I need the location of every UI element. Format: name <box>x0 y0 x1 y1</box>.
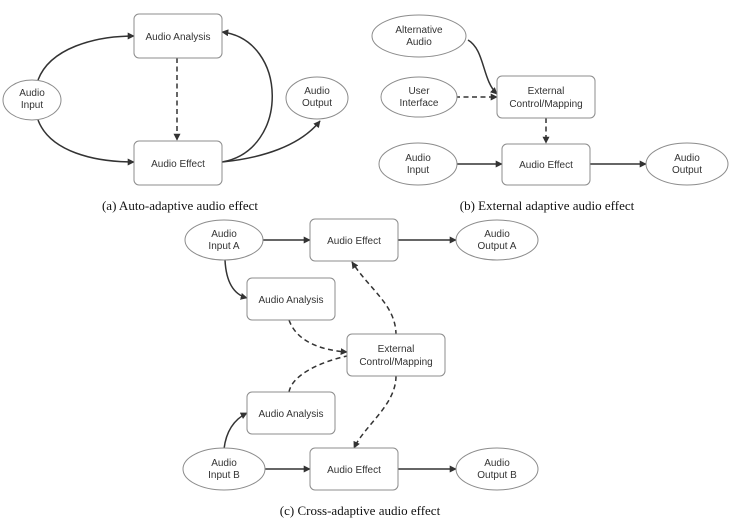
audio-analysis-b-label: Audio Analysis <box>258 409 323 420</box>
audio-output-label-2: Output <box>302 98 332 109</box>
external-control-c-label-1: External <box>378 344 415 355</box>
audio-input-b-c-label-2: Input B <box>208 470 240 481</box>
node-audio-effect-b-c: Audio Effect <box>309 447 399 491</box>
node-audio-input-b: Audio Input <box>378 142 458 186</box>
node-audio-input: Audio Input <box>2 79 62 121</box>
diagram-a: Audio Analysis Audio Input Audio Output … <box>2 13 349 213</box>
node-audio-analysis-b: Audio Analysis <box>246 391 336 435</box>
audio-analysis-a-label: Audio Analysis <box>258 295 323 306</box>
node-audio-input-b: Audio Input B <box>182 447 266 491</box>
node-alternative-audio: Alternative Audio <box>371 14 467 58</box>
alternative-audio-label-2: Audio <box>406 37 432 48</box>
user-interface-label-1: User <box>408 86 430 97</box>
edge-input-to-analysis <box>37 32 135 81</box>
edge-effect-to-output <box>221 120 321 163</box>
edge-control-to-effect-a-dashed <box>351 261 397 336</box>
audio-effect-b-c-label: Audio Effect <box>327 465 381 476</box>
node-audio-output-b: Audio Output <box>645 142 729 186</box>
audio-output-a-label-1: Audio <box>484 229 510 240</box>
edge-input-to-effect <box>37 119 135 166</box>
audio-effect-a-label: Audio Effect <box>327 236 381 247</box>
caption-b: (b) External adaptive audio effect <box>460 198 635 213</box>
edge-input-b-to-analysis-b <box>223 412 248 450</box>
edge-control-to-effect-b-dashed <box>353 375 397 449</box>
user-interface-label-2: Interface <box>400 98 439 109</box>
node-audio-output-a: Audio Output A <box>455 219 539 261</box>
audio-output-label-1: Audio <box>304 86 330 97</box>
audio-effect-b-label: Audio Effect <box>519 160 573 171</box>
node-audio-analysis: Audio Analysis <box>133 13 223 59</box>
edge-input-a-to-analysis-a <box>224 259 248 300</box>
audio-input-a-label-2: Input A <box>208 241 239 252</box>
external-control-label-2: Control/Mapping <box>509 99 582 110</box>
audio-input-a-label-1: Audio <box>211 229 237 240</box>
diagram-c: Audio Input A Audio Effect Audio Output … <box>182 218 539 518</box>
node-external-control-c: External Control/Mapping <box>346 333 446 377</box>
external-control-c-label-2: Control/Mapping <box>359 357 432 368</box>
audio-input-b-c-label-1: Audio <box>211 458 237 469</box>
node-user-interface: User Interface <box>380 76 458 118</box>
edge-analysis-a-to-control-dashed <box>288 319 348 356</box>
audio-input-label-1: Audio <box>19 88 45 99</box>
node-audio-input-a: Audio Input A <box>184 219 264 261</box>
audio-input-b-label-1: Audio <box>405 153 431 164</box>
audio-input-b-label-2: Input <box>407 165 429 176</box>
external-control-label-1: External <box>528 86 565 97</box>
node-audio-effect-b: Audio Effect <box>501 143 591 186</box>
audio-analysis-label: Audio Analysis <box>145 32 210 43</box>
audio-output-b-label-2: Output <box>672 165 702 176</box>
audio-input-label-2: Input <box>21 100 43 111</box>
audio-output-b-label-1: Audio <box>674 153 700 164</box>
node-audio-effect-a: Audio Effect <box>309 218 399 262</box>
edge-alternative-to-control <box>467 39 498 95</box>
audio-output-b-c-label-1: Audio <box>484 458 510 469</box>
edge-analysis-b-to-control-dashed <box>288 355 348 393</box>
caption-c: (c) Cross-adaptive audio effect <box>280 503 441 518</box>
diagram-b: Alternative Audio User Interface Externa… <box>371 14 729 213</box>
node-audio-analysis-a: Audio Analysis <box>246 277 336 321</box>
node-audio-effect: Audio Effect <box>133 140 223 186</box>
audio-output-b-c-label-2: Output B <box>477 470 517 481</box>
node-audio-output: Audio Output <box>285 76 349 120</box>
node-audio-output-b-c: Audio Output B <box>455 447 539 491</box>
node-external-control-b: External Control/Mapping <box>496 75 596 119</box>
audio-output-a-label-2: Output A <box>478 241 517 252</box>
caption-a: (a) Auto-adaptive audio effect <box>102 198 258 213</box>
alternative-audio-label-1: Alternative <box>395 25 443 36</box>
audio-effect-label: Audio Effect <box>151 159 205 170</box>
edge-effect-to-analysis <box>221 29 273 163</box>
